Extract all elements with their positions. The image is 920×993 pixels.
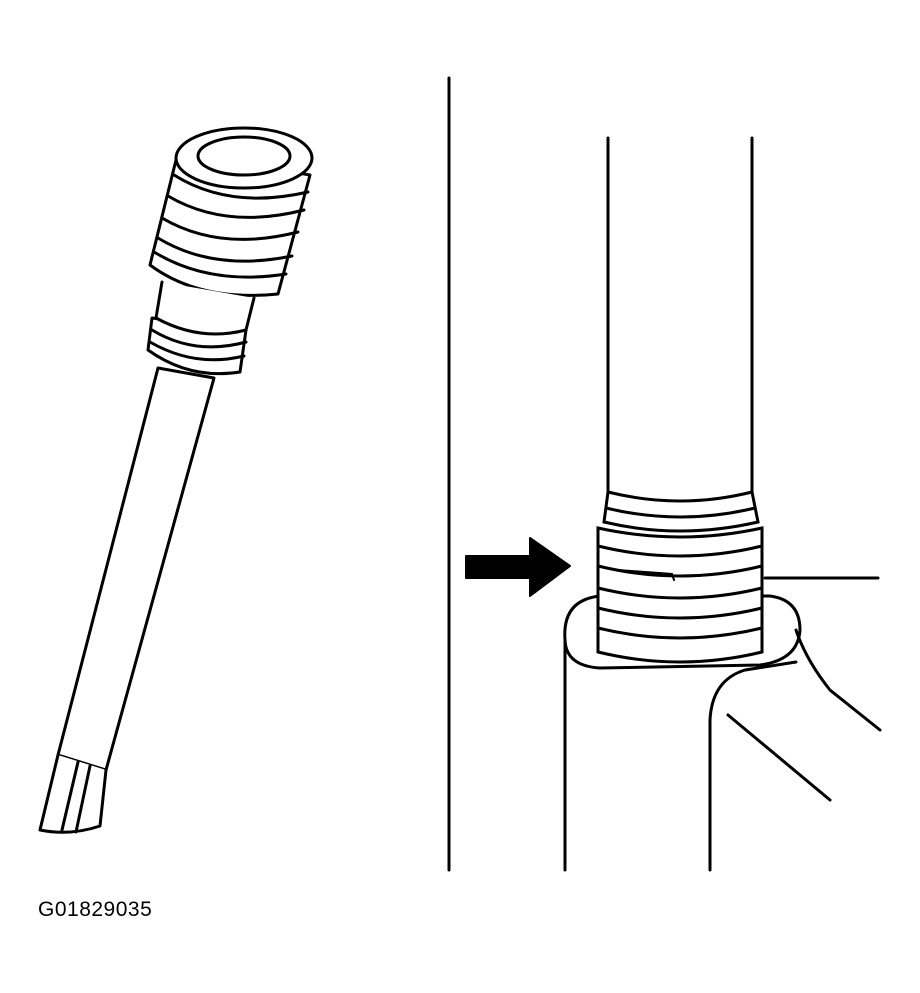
tool-end-bore [196,135,292,177]
fitting-thread-1 [596,544,764,558]
tool-ring-1 [172,173,310,200]
threaded-tool-drawing [38,126,314,834]
tool-lower-collar-ring-2 [148,340,246,362]
coupling-ring [604,506,757,519]
tool-tip-split-line-2 [74,764,92,834]
housing-right-edge [708,660,798,872]
tool-ring-5 [152,250,288,279]
fitting-body [596,526,764,664]
fitting-thread-2 [596,564,764,578]
coupling-upper [602,490,760,533]
fitting-notch [617,569,675,581]
housing-collar [563,594,802,670]
installed-detail-drawing [447,76,882,872]
tool-lower-collar-ring-1 [150,328,248,349]
housing-boss-line [726,713,832,802]
tool-shaft [56,366,216,772]
figure-code: G01829035 [38,898,153,921]
tool-tip-split-line [60,760,80,832]
tool-ring-3 [160,216,300,241]
fitting-thread-4 [596,606,764,620]
tool-neck [154,280,256,336]
fitting-thread-5 [596,626,764,640]
tool-ring-4 [156,236,294,263]
fitting-thread-3 [596,586,764,600]
housing-boss [794,628,882,732]
pointer-arrow [465,537,571,597]
tool-ring-2 [166,194,306,219]
